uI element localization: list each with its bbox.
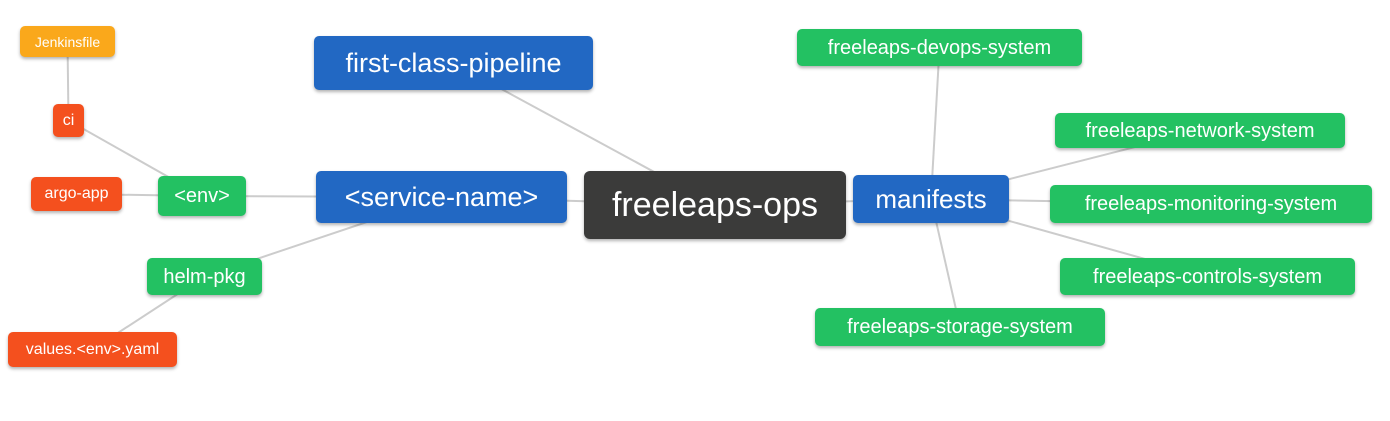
node-first-class-pipeline[interactable]: first-class-pipeline (314, 36, 593, 90)
node-values-env-yaml[interactable]: values.<env>.yaml (8, 332, 177, 367)
node-helm-pkg[interactable]: helm-pkg (147, 258, 262, 295)
node-storage-system[interactable]: freeleaps-storage-system (815, 308, 1105, 346)
node-freeleaps-ops[interactable]: freeleaps-ops (584, 171, 846, 239)
node-devops-system[interactable]: freeleaps-devops-system (797, 29, 1082, 66)
node-controls-system[interactable]: freeleaps-controls-system (1060, 258, 1355, 295)
node-manifests[interactable]: manifests (853, 175, 1009, 223)
node-monitoring-system[interactable]: freeleaps-monitoring-system (1050, 185, 1372, 223)
node-jenkinsfile[interactable]: Jenkinsfile (20, 26, 115, 57)
node-argo-app[interactable]: argo-app (31, 177, 122, 211)
node-env[interactable]: <env> (158, 176, 246, 216)
node-service-name[interactable]: <service-name> (316, 171, 567, 223)
node-network-system[interactable]: freeleaps-network-system (1055, 113, 1345, 148)
node-ci[interactable]: ci (53, 104, 84, 137)
